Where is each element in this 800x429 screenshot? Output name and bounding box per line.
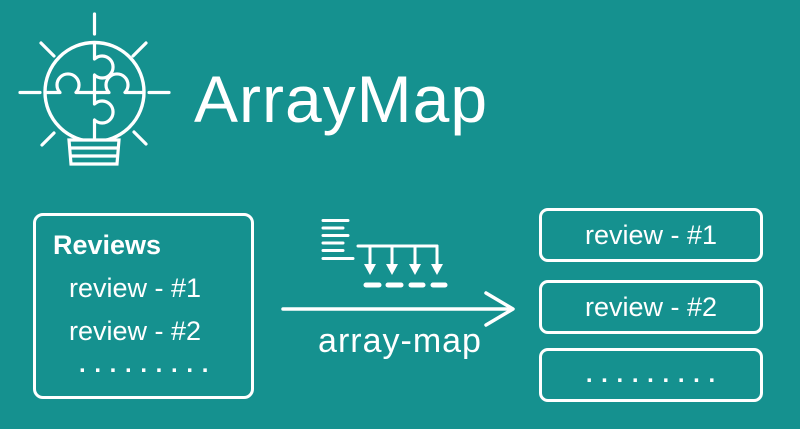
input-array-box: Reviews review - #1 review - #2 . . . . … — [33, 213, 254, 399]
bulb-base — [67, 138, 121, 166]
input-array-item: review - #2 — [69, 316, 202, 346]
transform-label: array-map — [318, 322, 482, 360]
sun-rays-icon — [18, 12, 171, 147]
map-operation-icon — [321, 219, 448, 288]
output-ellipsis-box: . . . . . . . . . — [539, 348, 763, 402]
input-array-item: review - #1 — [69, 273, 202, 303]
input-array-ellipsis: . . . . . . . . . — [79, 351, 210, 378]
fan-out-arrows-icon — [356, 244, 443, 275]
page-title: ArrayMap — [194, 62, 489, 136]
output-item-box: review - #2 — [539, 280, 763, 334]
input-array-title: Reviews — [53, 230, 162, 260]
puzzle-cuts — [44, 41, 145, 142]
list-lines-icon — [321, 219, 355, 260]
output-item-label: review - #1 — [584, 219, 718, 250]
lightbulb-puzzle-icon — [18, 12, 171, 166]
array-map-arrow-icon — [281, 291, 515, 327]
output-item-box: review - #1 — [539, 208, 763, 262]
output-item-label: review - #2 — [584, 291, 718, 322]
output-ellipsis: . . . . . . . . . — [585, 361, 717, 388]
